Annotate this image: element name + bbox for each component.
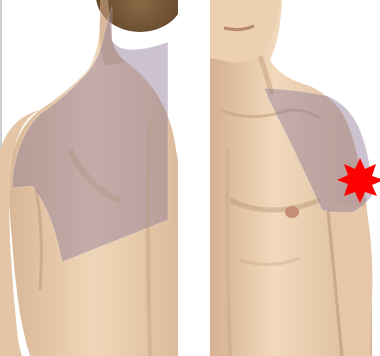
back-view-panel	[0, 0, 178, 356]
front-body-figure	[210, 0, 380, 356]
back-body-figure	[0, 0, 178, 356]
nipple	[285, 206, 299, 218]
front-view-panel	[210, 0, 380, 356]
spine-shading	[148, 120, 150, 356]
panel-gap	[178, 0, 210, 356]
